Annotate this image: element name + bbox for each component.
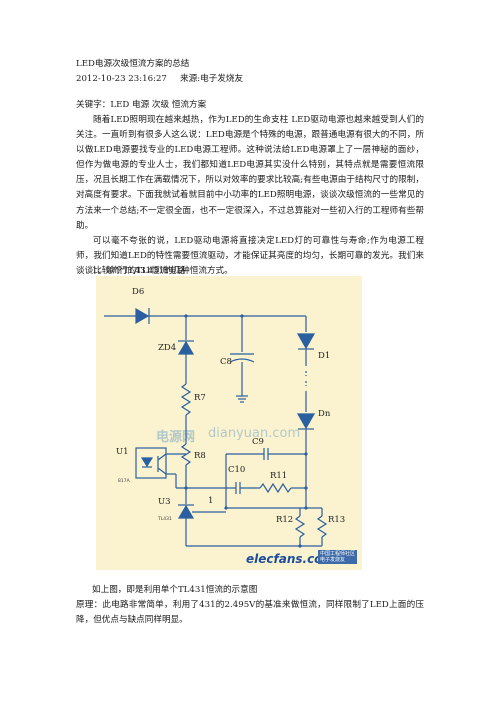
label-c9: C9	[252, 437, 264, 447]
label-zd4: ZD4	[158, 343, 176, 353]
circuit-figure: D6 ZD4 C8 D1 Dn R7 R8 U1 817A C9 C10 R11…	[96, 276, 362, 570]
paragraph-principle: 原理：此电路非常简单，利用了431的2.495V的基准来做恒流，同样限制了LED…	[76, 600, 424, 626]
logo-badge: 中国工程师社区 电子发烧友	[318, 550, 358, 564]
section-heading: 1、单个TL431恒流电路	[92, 266, 186, 276]
label-r13: R13	[328, 515, 345, 525]
watermark-en: dianyuan.com	[208, 426, 301, 441]
label-u3: U3	[158, 497, 171, 507]
label-dn: Dn	[318, 409, 331, 419]
label-c10: C10	[228, 465, 245, 475]
keywords: 关键字：LED 电源 次级 恒流方案	[76, 100, 207, 110]
label-node-1: 1	[208, 496, 213, 506]
paragraph-tl431: 可以毫不夸张的说，LED驱动电源将直接决定LED灯的可靠性与寿命;作为电源工程师…	[76, 236, 424, 277]
figure-caption: 如上图，即是利用单个TL431恒流的示意图	[92, 585, 258, 595]
article-source: 来源:电子发烧友	[180, 74, 244, 84]
watermark-cn: 电源网	[156, 430, 196, 445]
label-u1-part: 817A	[118, 478, 131, 484]
label-r12: R12	[276, 515, 293, 525]
label-u3-part: TL431	[157, 516, 172, 522]
elecfans-logo: elecfans.com	[246, 552, 335, 566]
article-date: 2012-10-23 23:16:27	[76, 74, 167, 84]
label-u1: U1	[116, 447, 129, 457]
label-r11: R11	[270, 471, 287, 481]
paragraph-intro: 随着LED照明现在越来越热，作为LED的生命支柱 LED驱动电源也越来越受到人们…	[76, 115, 424, 231]
article-title: LED电源次级恒流方案的总结	[76, 59, 190, 69]
label-r7: R7	[194, 393, 206, 403]
label-d1: D1	[318, 351, 330, 361]
label-r8: R8	[194, 451, 206, 461]
label-d6: D6	[132, 287, 144, 297]
circuit-diagram: D6 ZD4 C8 D1 Dn R7 R8 U1 817A C9 C10 R11…	[104, 287, 345, 548]
label-c8: C8	[220, 357, 232, 367]
logo-badge-line1: 中国工程师社区	[320, 551, 356, 557]
logo-badge-line2: 电子发烧友	[320, 557, 346, 563]
